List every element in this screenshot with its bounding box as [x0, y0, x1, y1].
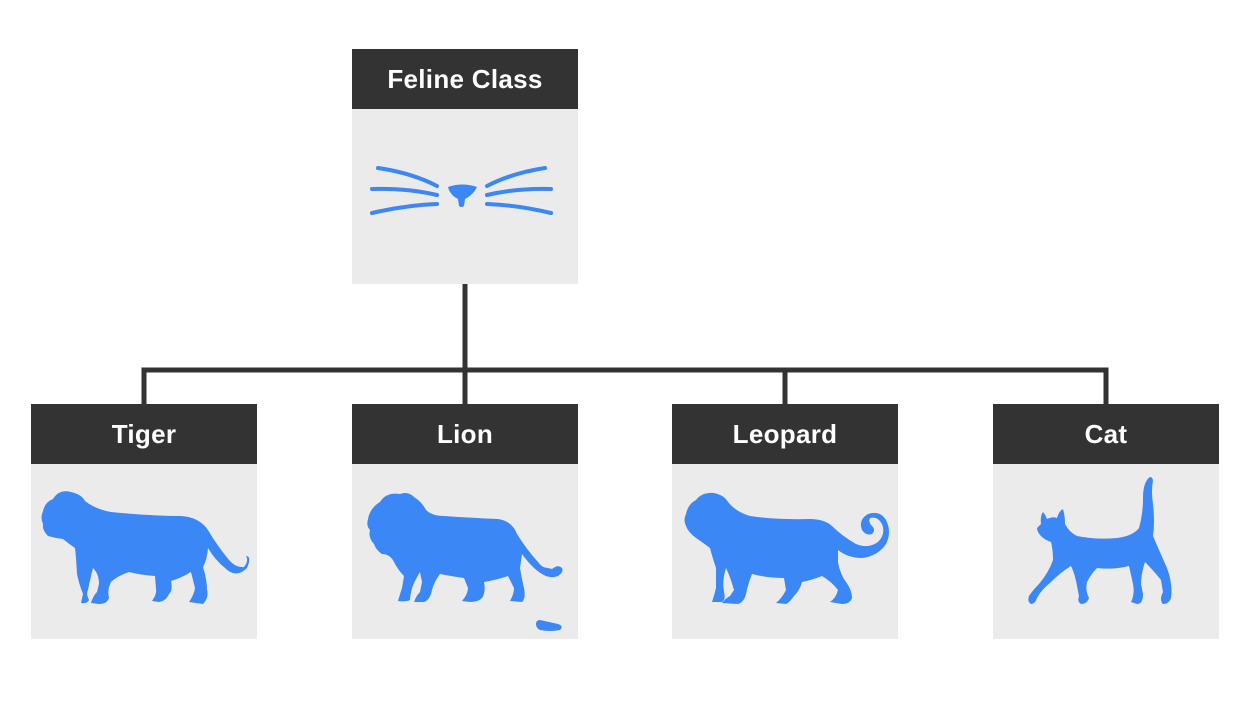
cat-whiskers-icon — [370, 166, 553, 215]
child-node-leopard: Leopard — [672, 404, 898, 639]
tiger-silhouette-icon — [41, 491, 250, 604]
cat-silhouette-icon — [1028, 477, 1172, 604]
node-title: Leopard — [672, 404, 898, 464]
node-title: Lion — [352, 404, 578, 464]
root-node-feline-class: Feline Class — [352, 49, 578, 284]
child-node-tiger: Tiger — [31, 404, 257, 639]
child-node-lion: Lion — [352, 404, 578, 639]
lion-silhouette-icon — [367, 493, 563, 631]
leopard-silhouette-icon — [684, 492, 889, 604]
child-node-cat: Cat — [993, 404, 1219, 639]
node-title: Cat — [993, 404, 1219, 464]
node-title: Feline Class — [352, 49, 578, 109]
node-title: Tiger — [31, 404, 257, 464]
